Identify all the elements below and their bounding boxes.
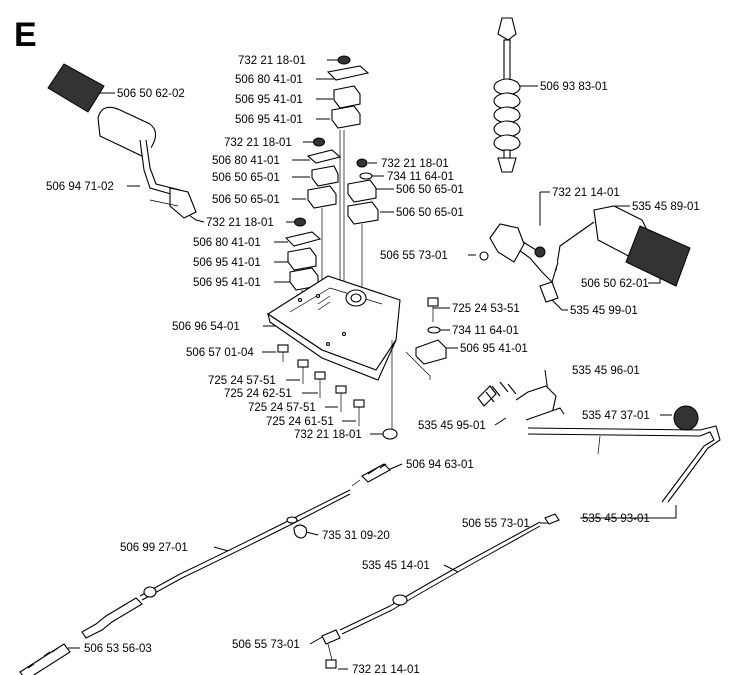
part-label: 725 24 57-51 <box>208 375 276 387</box>
part-label: 725 24 61-51 <box>266 416 334 428</box>
part-label: 506 50 65-01 <box>212 194 280 206</box>
part-label: 535 45 95-01 <box>418 420 486 432</box>
part-label: 725 24 57-51 <box>248 402 316 414</box>
leader-lines <box>68 59 677 670</box>
part-label: 732 21 14-01 <box>352 664 420 675</box>
part-label: 732 21 18-01 <box>294 429 362 441</box>
part-label: 506 95 41-01 <box>460 343 528 355</box>
part-label: 506 55 73-01 <box>232 639 300 651</box>
part-label: 506 95 41-01 <box>235 94 303 106</box>
part-label: 506 55 73-01 <box>462 518 530 530</box>
part-label: 732 21 18-01 <box>206 217 274 229</box>
part-label: 535 45 14-01 <box>362 560 430 572</box>
part-label: 506 80 41-01 <box>235 74 303 86</box>
part-label: 506 50 62-02 <box>117 88 185 100</box>
part-label: 535 45 96-01 <box>572 365 640 377</box>
rod-assembly <box>477 381 721 503</box>
base-plate <box>266 275 401 430</box>
part-label: 535 45 93-01 <box>582 513 650 525</box>
part-label: 506 55 73-01 <box>380 250 448 262</box>
part-label: 535 45 99-01 <box>570 305 638 317</box>
part-label: 506 94 71-02 <box>46 181 114 193</box>
part-label: 734 11 64-01 <box>452 325 519 337</box>
part-label: 506 96 54-01 <box>172 321 240 333</box>
right-pedal <box>479 205 691 303</box>
part-label: 735 31 09-20 <box>322 530 390 542</box>
part-label: 506 99 27-01 <box>120 542 188 554</box>
part-label: 506 95 41-01 <box>193 277 261 289</box>
part-label: 506 95 41-01 <box>235 114 303 126</box>
part-label: 506 93 83-01 <box>540 81 608 93</box>
part-label: 535 47 37-01 <box>582 410 650 422</box>
part-label: 506 50 65-01 <box>396 184 464 196</box>
bracket-bolt <box>405 297 447 380</box>
part-label: 506 95 41-01 <box>193 257 261 269</box>
part-label: 506 94 63-01 <box>406 459 474 471</box>
bolts <box>277 344 398 440</box>
part-labels: 732 21 18-01 506 80 41-01 506 95 41-01 5… <box>46 55 700 675</box>
part-label: 506 50 65-01 <box>396 207 464 219</box>
part-label: 506 80 41-01 <box>212 155 280 167</box>
part-label: 734 11 64-01 <box>387 171 454 183</box>
left-pedal <box>47 63 197 219</box>
section-letter: E <box>14 16 37 54</box>
part-label: 506 50 62-01 <box>581 278 649 290</box>
part-label: 732 21 18-01 <box>224 137 292 149</box>
part-label: 725 24 62-51 <box>224 388 292 400</box>
part-label: 732 21 18-01 <box>238 55 306 67</box>
part-label: 732 21 14-01 <box>552 187 620 199</box>
part-label: 506 50 65-01 <box>212 172 280 184</box>
part-label: 732 21 18-01 <box>381 158 449 170</box>
part-label: 506 53 56-03 <box>84 643 152 655</box>
part-label: 535 45 89-01 <box>632 201 700 213</box>
part-label: 506 80 41-01 <box>193 237 261 249</box>
vertical-spring <box>493 17 521 173</box>
part-label: 506 57 01-04 <box>186 347 254 359</box>
part-label: 725 24 53-51 <box>452 303 520 315</box>
cables <box>19 463 560 675</box>
